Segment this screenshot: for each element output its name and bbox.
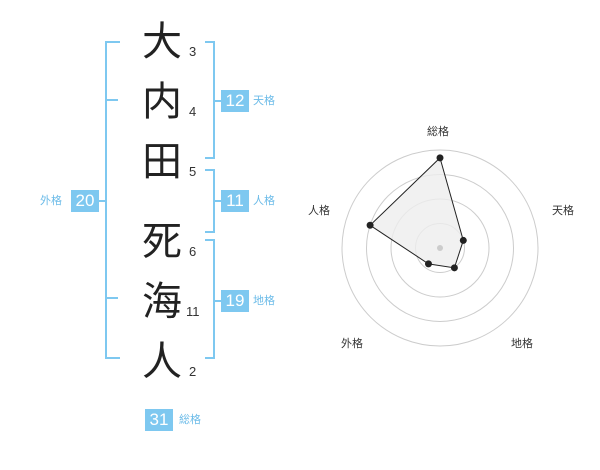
name-char-5: 海	[142, 279, 182, 325]
name-char-2: 内	[142, 79, 182, 125]
soukaku-label: 総格	[179, 413, 201, 426]
tenkaku-badge: 12	[221, 90, 249, 112]
soukaku-badge: 31	[145, 409, 173, 431]
stroke-count-5: 11	[186, 304, 200, 319]
stroke-count-4: 6	[189, 244, 197, 259]
jinkaku-badge: 11	[221, 190, 249, 212]
radar-point-1	[436, 154, 444, 162]
radar-axis-label-jinkaku: 人格	[308, 204, 330, 217]
radar-point-3	[450, 264, 458, 272]
radar-axis-label-gaikaku: 外格	[341, 337, 363, 350]
radar-axis-label-chikaku: 地格	[511, 337, 533, 350]
stroke-count-6: 2	[189, 364, 197, 379]
radar-point-4	[424, 260, 432, 268]
radar-axis-label-tenkaku: 天格	[552, 204, 574, 217]
stroke-count-2: 4	[189, 104, 197, 119]
stroke-count-1: 3	[189, 44, 197, 59]
chikaku-badge: 19	[221, 290, 249, 312]
chikaku-label: 地格	[253, 294, 275, 307]
radar-series-polygon	[369, 156, 464, 269]
radar-axis-label-soukaku: 総格	[427, 125, 449, 138]
radar-grid-ring	[341, 149, 539, 347]
radar-point-5	[366, 221, 374, 229]
jinkaku-label: 人格	[253, 194, 275, 207]
gaikaku-label: 外格	[40, 194, 62, 207]
name-char-3: 田	[142, 139, 182, 185]
radar-center-point	[437, 245, 443, 251]
name-char-6: 人	[142, 339, 182, 385]
name-char-1: 大	[142, 19, 182, 65]
tenkaku-label: 天格	[253, 94, 275, 107]
gaikaku-badge: 20	[71, 190, 99, 212]
name-char-4: 死	[142, 219, 182, 265]
stroke-count-3: 5	[189, 164, 197, 179]
radar-point-2	[459, 236, 467, 244]
